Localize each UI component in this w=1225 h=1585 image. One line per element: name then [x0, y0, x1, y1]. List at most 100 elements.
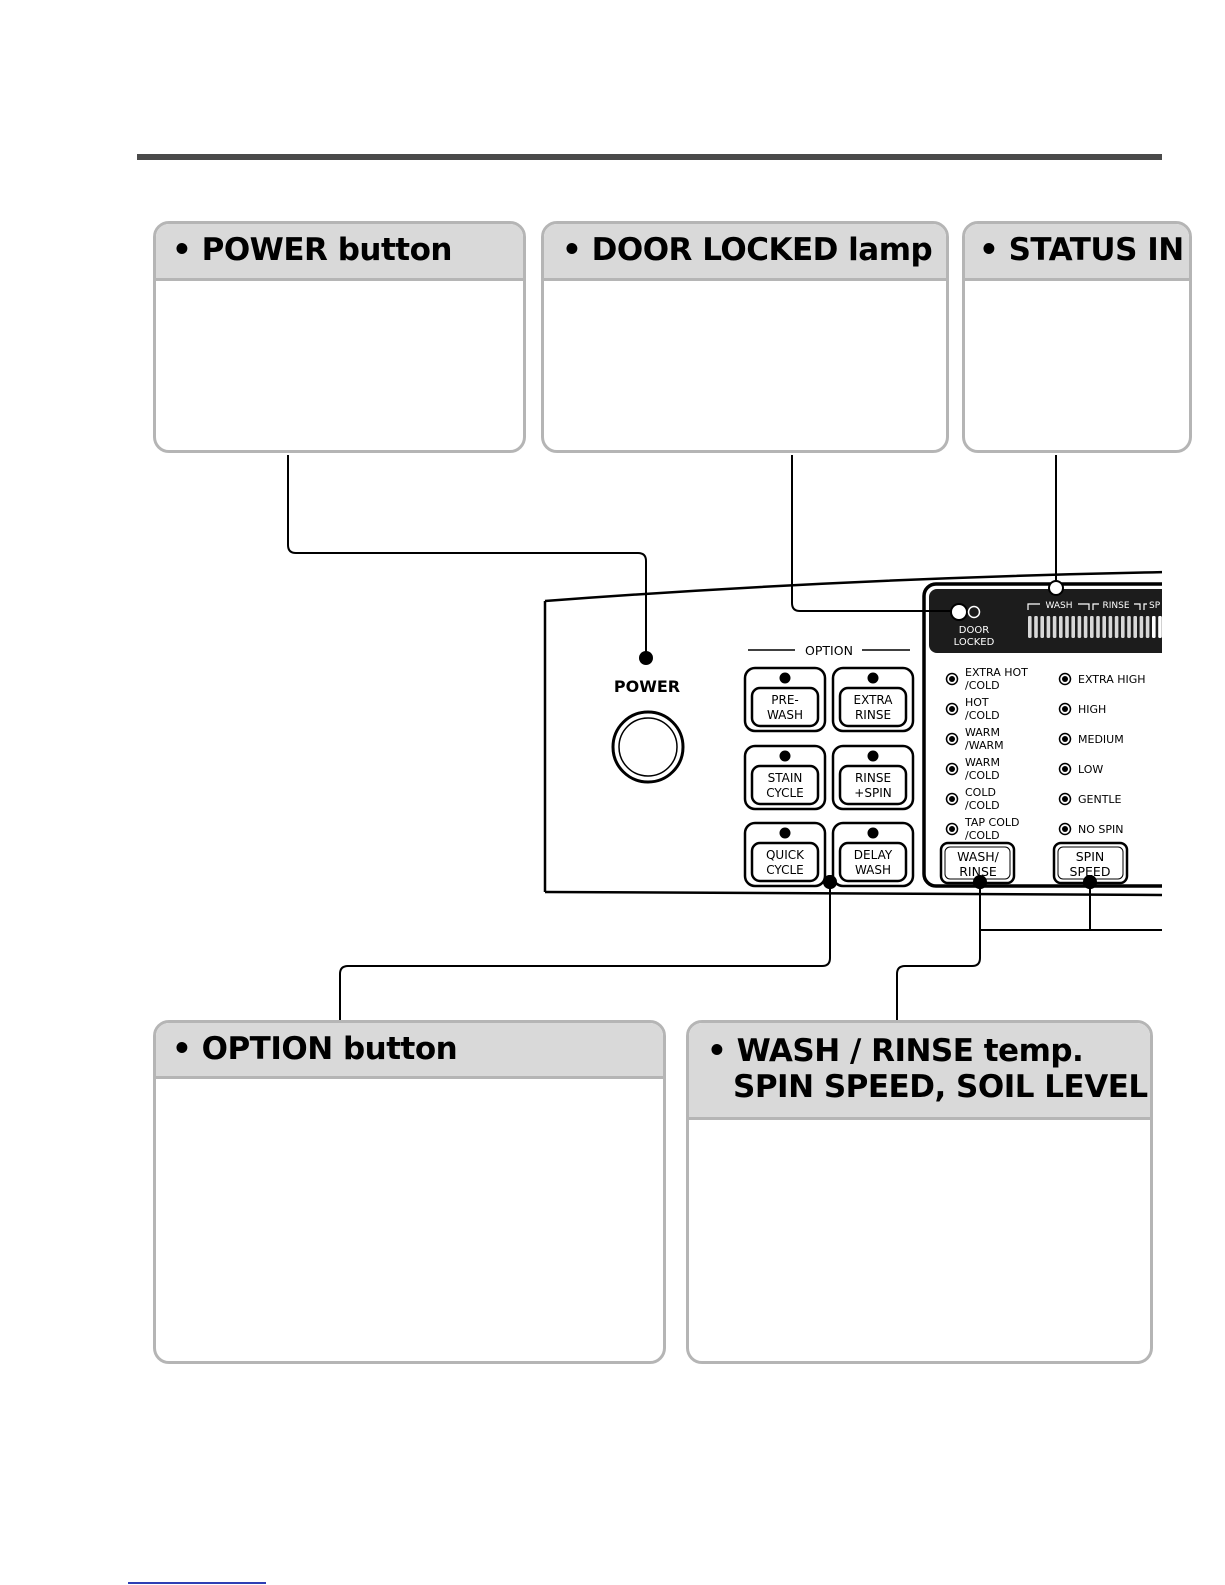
option-button-label-line1: PRE-: [771, 693, 799, 707]
status-leader-dot: [1048, 580, 1064, 596]
callout-option: • OPTION button: [153, 1020, 666, 1364]
status-segment: [1121, 616, 1125, 638]
temp-indicator-led-core: [949, 766, 955, 772]
option-indicator-led: [867, 750, 879, 762]
wash-rinse-temp-list: EXTRA HOT/COLDHOT/COLDWARM/WARMWARM/COLD…: [945, 666, 1028, 842]
status-label-wash: WASH: [1045, 601, 1072, 611]
option-button-label-line2: RINSE: [855, 708, 891, 722]
option-button[interactable]: [838, 686, 908, 728]
callout-wash-rinse-title: • WASH / RINSE temp. SPIN SPEED, SOIL LE…: [689, 1023, 1150, 1120]
leader-spin-speed: [980, 882, 1162, 931]
temp-option-line2: /COLD: [965, 709, 1000, 722]
status-segment: [1133, 616, 1137, 638]
option-indicator-led: [779, 672, 791, 684]
callout-option-title-text: • OPTION button: [172, 1031, 458, 1067]
temp-indicator-led-core: [949, 706, 955, 712]
wash-rinse-button-line1: WASH/: [957, 849, 1000, 864]
option-button[interactable]: [838, 764, 908, 806]
temp-option-line1: HOT: [965, 696, 989, 709]
door-locked-label-line1: DOOR: [959, 625, 989, 636]
power-button[interactable]: [611, 710, 685, 784]
status-bracket-wash: [1027, 603, 1090, 610]
status-segment: [1046, 616, 1051, 638]
temp-option-line1: TAP COLD: [964, 816, 1019, 829]
option-button-label-line2: +SPIN: [854, 786, 891, 800]
temp-option-line2: /WARM: [965, 739, 1004, 752]
option-button-label-line2: WASH: [767, 708, 803, 722]
status-bracket-spin: [1143, 603, 1147, 610]
temp-option-line1: WARM: [965, 726, 1000, 739]
status-segment: [1071, 616, 1075, 638]
option-indicator-led: [779, 750, 791, 762]
status-segment: [1145, 616, 1150, 638]
callout-power-title-text: • POWER button: [172, 232, 452, 268]
option-button[interactable]: [750, 686, 820, 728]
spin-speed-leader-dot-top: [1083, 875, 1097, 889]
door-locked-lamp-secondary: [967, 605, 981, 619]
callout-status-title: • STATUS IN: [965, 224, 1189, 281]
status-segment: [1114, 616, 1119, 638]
status-segment: [1052, 616, 1057, 638]
callout-option-title: • OPTION button: [156, 1023, 663, 1079]
door-locked-label-line2: LOCKED: [954, 637, 995, 648]
panel-outline: [544, 570, 1162, 603]
spin-indicator-led-core: [1062, 766, 1068, 772]
wash-rinse-button-line2: RINSE: [959, 864, 997, 879]
temp-option-line1: COLD: [965, 786, 996, 799]
status-segment: [1034, 616, 1038, 638]
option-leader-dot-top: [823, 875, 837, 889]
spin-option-label: LOW: [1078, 763, 1103, 776]
callout-power-title: • POWER button: [156, 224, 523, 281]
callout-status: • STATUS IN: [962, 221, 1192, 453]
option-button[interactable]: [838, 841, 908, 883]
status-segment: [1090, 616, 1094, 638]
spin-option-label: GENTLE: [1078, 793, 1122, 806]
option-button[interactable]: [750, 764, 820, 806]
top-rule: [137, 154, 1162, 160]
spin-speed-button-line2: SPEED: [1070, 864, 1111, 879]
spin-indicator-led-core: [1062, 736, 1068, 742]
callout-power: • POWER button: [153, 221, 526, 453]
callout-door-locked-title: • DOOR LOCKED lamp: [544, 224, 946, 281]
spin-option-label: HIGH: [1078, 703, 1106, 716]
bottom-link-underline: [128, 1582, 266, 1584]
temp-indicator-led-core: [949, 796, 955, 802]
spin-indicator-led-core: [1062, 676, 1068, 682]
status-label-spin: SP: [1149, 601, 1161, 611]
temp-option-line2: /COLD: [965, 829, 1000, 842]
status-label-rinse: RINSE: [1102, 601, 1129, 611]
spin-speed-button-line1: SPIN: [1076, 849, 1105, 864]
temp-option-line2: /COLD: [965, 799, 1000, 812]
status-segment: [1164, 616, 1168, 638]
spin-option-label: EXTRA HIGH: [1078, 673, 1146, 686]
callout-status-title-text: • STATUS IN: [979, 232, 1184, 268]
status-segment: [1139, 616, 1144, 638]
leader-wash-rinse: [896, 882, 981, 1020]
panel-bottom-edge: [544, 890, 1162, 897]
door-locked-lamp: [950, 603, 968, 621]
power-button-inner: [618, 717, 678, 777]
status-segment: [1065, 616, 1069, 638]
callout-wash-rinse-title-line2: SPIN SPEED, SOIL LEVEL button: [733, 1069, 1150, 1105]
option-button-label-line2: CYCLE: [766, 863, 804, 877]
option-button-label-line1: STAIN: [768, 771, 803, 785]
wash-rinse-leader-dot-top: [973, 875, 987, 889]
power-label: POWER: [614, 677, 680, 696]
status-indicator-segments: [1028, 616, 1168, 638]
leader-power: [287, 455, 647, 656]
status-segment: [1152, 616, 1156, 638]
status-segment: [1040, 616, 1044, 638]
callout-door-locked-title-text: • DOOR LOCKED lamp: [562, 232, 933, 268]
spin-option-label: MEDIUM: [1078, 733, 1124, 746]
option-button[interactable]: [750, 841, 820, 883]
option-button-label-line1: RINSE: [855, 771, 891, 785]
callout-wash-rinse: • WASH / RINSE temp. SPIN SPEED, SOIL LE…: [686, 1020, 1153, 1364]
option-button-label-line1: QUICK: [766, 848, 805, 862]
temp-option-line1: EXTRA HOT: [965, 666, 1028, 679]
status-segment: [1083, 616, 1088, 638]
status-segment: [1059, 616, 1063, 638]
option-indicator-led: [867, 827, 879, 839]
status-bracket-rinse: [1092, 603, 1141, 610]
